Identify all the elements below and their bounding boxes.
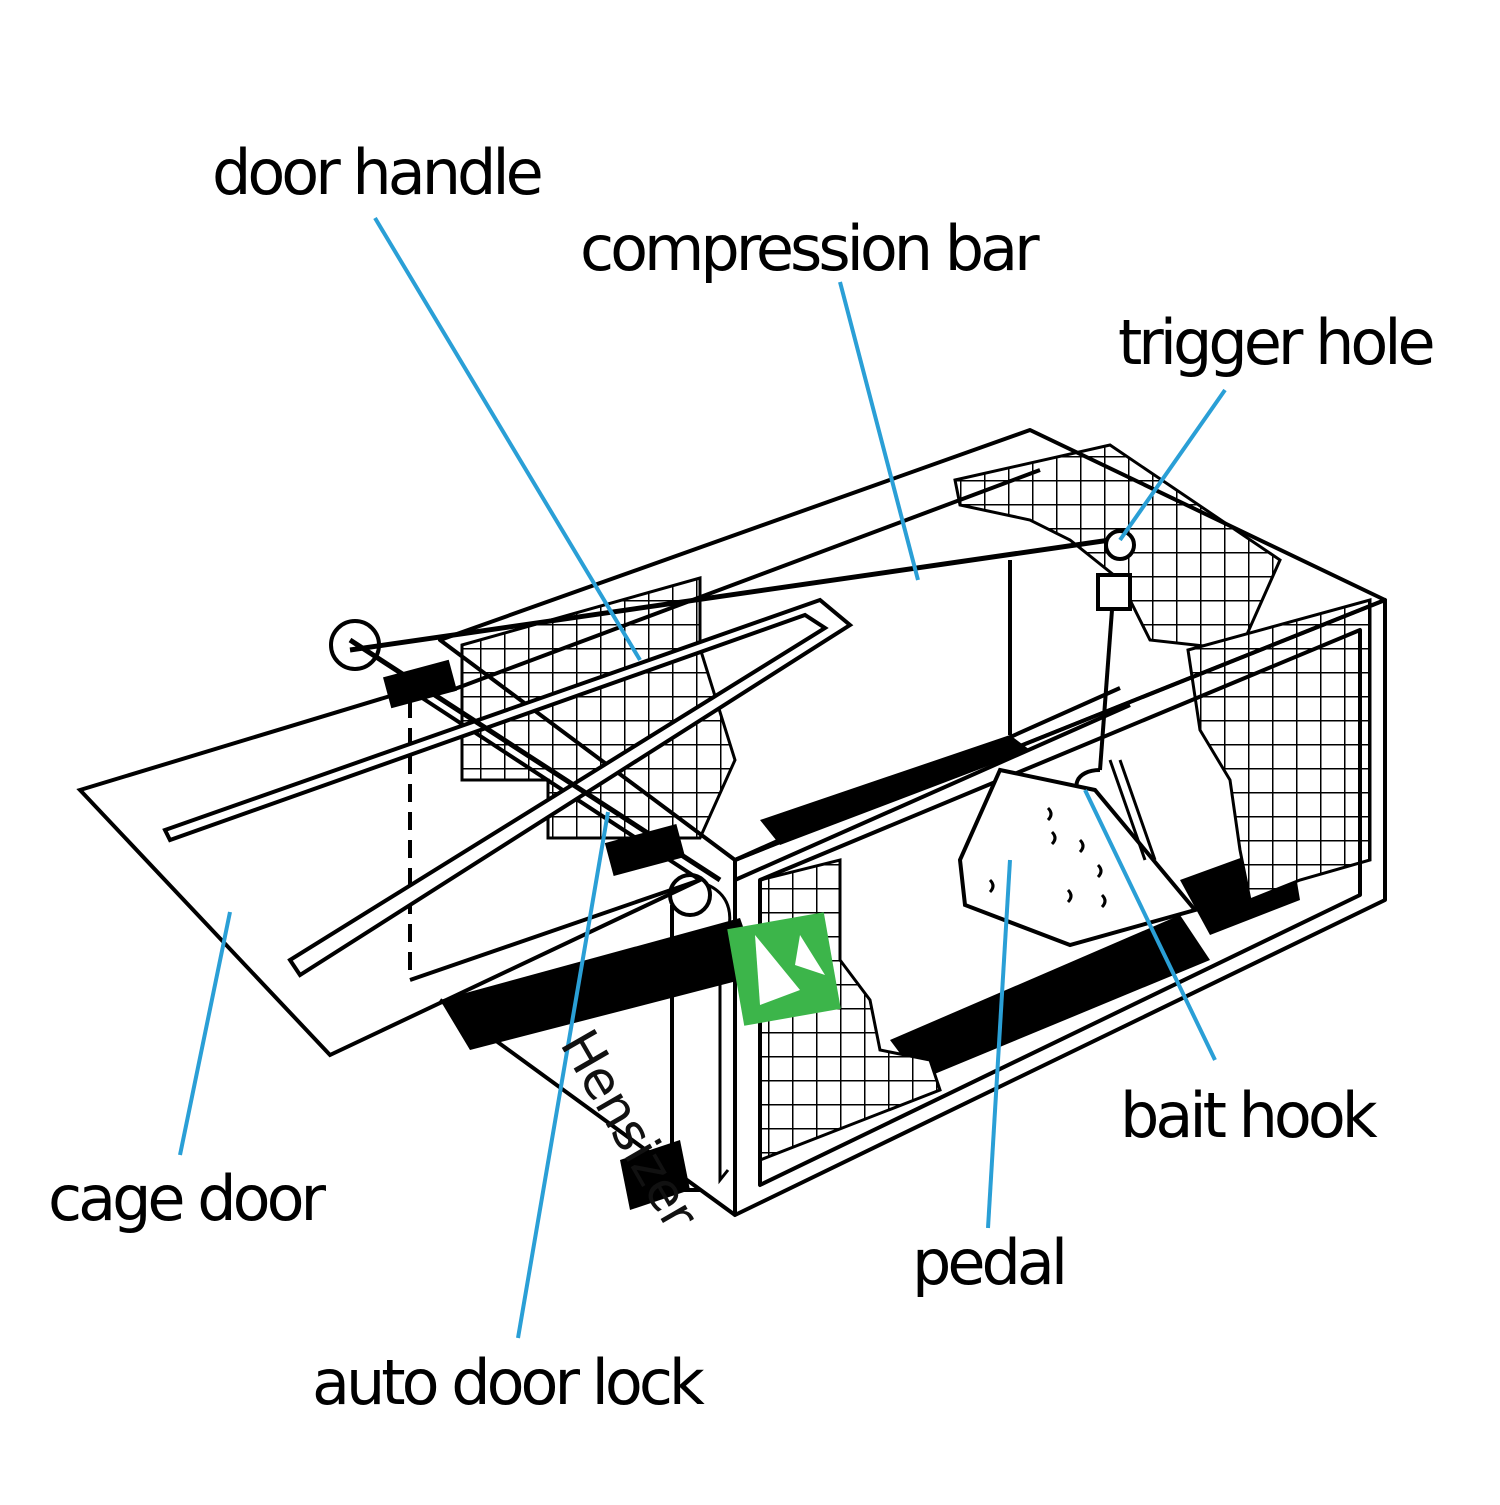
label-trigger-hole: trigger hole: [1118, 306, 1436, 379]
trigger-assembly: [1074, 529, 1136, 797]
label-door-handle: door handle: [212, 136, 544, 209]
leader-door-handle: [373, 216, 642, 662]
cage-door: [76, 537, 1111, 1192]
leader-auto-door-lock: [516, 811, 610, 1339]
leader-lines: [178, 216, 1227, 1339]
cage-frame: [408, 428, 1387, 1217]
leader-bait-hook: [1083, 789, 1217, 1061]
label-pedal: pedal: [912, 1226, 1068, 1299]
label-bait-hook: bait hook: [1120, 1079, 1378, 1152]
brand-logo-icon: [727, 912, 841, 1026]
leader-trigger-hole: [1118, 388, 1227, 542]
leader-cage-door: [178, 911, 232, 1156]
label-compression-bar: compression bar: [580, 212, 1040, 285]
leader-pedal: [986, 859, 1012, 1229]
label-auto-door-lock: auto door lock: [312, 1346, 705, 1419]
leader-compression-bar: [838, 281, 920, 581]
label-cage-door: cage door: [48, 1162, 326, 1235]
pedal: [957, 759, 1199, 948]
